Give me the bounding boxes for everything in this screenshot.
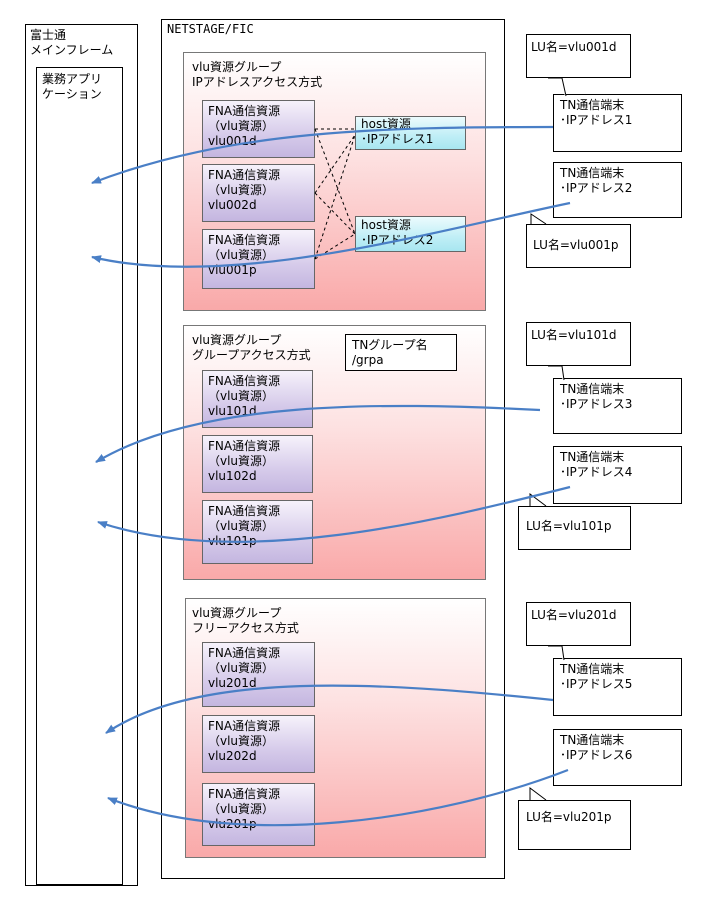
tn-terminal-label: TN通信端末 ･IPアドレス2	[560, 166, 633, 195]
tn-terminal-5	[553, 658, 682, 716]
group-title: vlu資源グループ フリーアクセス方式	[192, 606, 299, 635]
lu-name-label: LU名=vlu101p	[526, 519, 612, 533]
fna-resource-label: FNA通信資源 （vlu資源） vlu001p	[208, 233, 281, 277]
lu-name-callout	[518, 800, 631, 850]
mainframe-title: 富士通 メインフレーム	[30, 28, 114, 57]
netstage-title: NETSTAGE/FIC	[167, 22, 254, 36]
fna-resource-label: FNA通信資源 （vlu資源） vlu101p	[208, 504, 281, 548]
lu-name-callout	[526, 602, 631, 646]
callout-pointer	[529, 493, 547, 507]
group-title: vlu資源グループ IPアドレスアクセス方式	[192, 60, 323, 89]
lu-name-label: LU名=vlu201d	[531, 608, 617, 622]
callout-pointer	[529, 787, 547, 801]
host-resource-label: host資源 ･IPアドレス2	[361, 218, 434, 247]
fna-resource-label: FNA通信資源 （vlu資源） vlu202d	[208, 719, 281, 763]
tn-terminal-3	[553, 378, 682, 434]
fna-resource-label: FNA通信資源 （vlu資源） vlu201d	[208, 646, 281, 690]
tn-terminal-2	[553, 162, 682, 218]
tn-terminal-label: TN通信端末 ･IPアドレス4	[560, 450, 633, 479]
callout-pointer	[530, 213, 547, 225]
fna-resource-label: FNA通信資源 （vlu資源） vlu101d	[208, 374, 281, 418]
lu-name-callout	[526, 34, 631, 78]
tn-terminal-label: TN通信端末 ･IPアドレス5	[560, 662, 633, 691]
tn-group-name-label: TNグループ名 /grpa	[352, 338, 428, 367]
fna-resource-label: FNA通信資源 （vlu資源） vlu102d	[208, 439, 281, 483]
fna-resource-label: FNA通信資源 （vlu資源） vlu201p	[208, 787, 281, 831]
host-resource-label: host資源 ･IPアドレス1	[361, 117, 434, 146]
tn-terminal-label: TN通信端末 ･IPアドレス3	[560, 382, 633, 411]
group-title: vlu資源グループ グループアクセス方式	[192, 333, 311, 362]
tn-terminal-label: TN通信端末 ･IPアドレス1	[560, 98, 633, 127]
lu-name-label: LU名=vlu001p	[533, 238, 619, 252]
tn-group-name-box	[345, 334, 457, 371]
fna-resource-label: FNA通信資源 （vlu資源） vlu002d	[208, 168, 281, 212]
lu-name-callout	[526, 322, 631, 366]
tn-terminal-6	[553, 729, 682, 786]
tn-terminal-1	[553, 94, 682, 152]
tn-terminal-4	[553, 446, 682, 504]
tn-terminal-label: TN通信端末 ･IPアドレス6	[560, 733, 633, 762]
lu-name-label: LU名=vlu001d	[531, 40, 617, 54]
fna-resource-label: FNA通信資源 （vlu資源） vlu001d	[208, 104, 281, 148]
lu-name-label: LU名=vlu201p	[526, 810, 612, 824]
business-application-box	[36, 67, 123, 885]
lu-name-label: LU名=vlu101d	[531, 328, 617, 342]
business-application-label: 業務アプリ ケーション	[42, 72, 103, 101]
